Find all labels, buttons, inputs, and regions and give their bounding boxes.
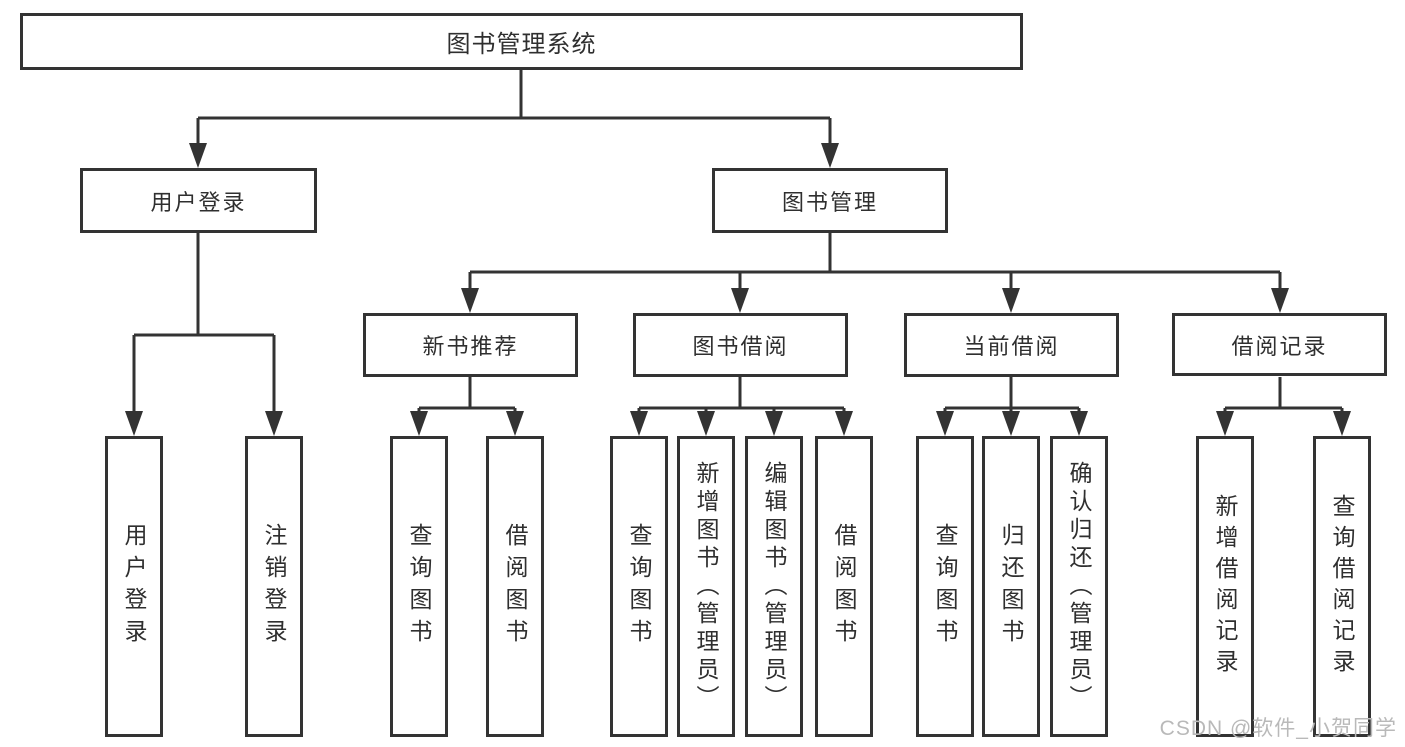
node-book-borrowing: 图书借阅 <box>633 313 848 377</box>
leaf-add-book-admin: 新增图书（管理员） <box>677 436 735 737</box>
node-library-management-system: 图书管理系统 <box>20 13 1023 70</box>
arrow-down-icon <box>630 411 648 436</box>
leaf-user-login: 用户登录 <box>105 436 163 737</box>
arrow-down-icon <box>1271 288 1289 313</box>
arrow-down-icon <box>265 411 283 436</box>
leaf-query-books-borrow: 查询图书 <box>610 436 668 737</box>
arrow-down-icon <box>1002 411 1020 436</box>
arrowhead-icons <box>125 143 1351 436</box>
arrow-down-icon <box>189 143 207 168</box>
arrow-down-icon <box>410 411 428 436</box>
leaf-confirm-return-admin: 确认归还（管理员） <box>1050 436 1108 737</box>
arrow-down-icon <box>461 288 479 313</box>
arrow-down-icon <box>1216 411 1234 436</box>
leaf-edit-book-admin: 编辑图书（管理员） <box>745 436 803 737</box>
leaf-return-book: 归还图书 <box>982 436 1040 737</box>
leaf-logout: 注销登录 <box>245 436 303 737</box>
arrow-down-icon <box>835 411 853 436</box>
leaf-borrow-books-recommend: 借阅图书 <box>486 436 544 737</box>
leaf-query-books-current: 查询图书 <box>916 436 974 737</box>
arrow-down-icon <box>1070 411 1088 436</box>
node-new-book-recommendation: 新书推荐 <box>363 313 578 377</box>
node-user-login-branch: 用户登录 <box>80 168 317 233</box>
node-current-borrowing: 当前借阅 <box>904 313 1119 377</box>
arrow-down-icon <box>506 411 524 436</box>
leaf-query-borrow-record: 查询借阅记录 <box>1313 436 1371 737</box>
arrow-down-icon <box>697 411 715 436</box>
node-borrowing-records: 借阅记录 <box>1172 313 1387 376</box>
leaf-borrow-books: 借阅图书 <box>815 436 873 737</box>
node-book-management-branch: 图书管理 <box>712 168 948 233</box>
arrow-down-icon <box>1333 411 1351 436</box>
arrow-down-icon <box>1002 288 1020 313</box>
arrow-down-icon <box>821 143 839 168</box>
arrow-down-icon <box>125 411 143 436</box>
arrow-down-icon <box>765 411 783 436</box>
arrow-down-icon <box>731 288 749 313</box>
arrow-down-icon <box>936 411 954 436</box>
leaf-add-borrow-record: 新增借阅记录 <box>1196 436 1254 737</box>
csdn-watermark: CSDN @软件_小贺同学 <box>1159 717 1397 740</box>
leaf-query-books-recommend: 查询图书 <box>390 436 448 737</box>
